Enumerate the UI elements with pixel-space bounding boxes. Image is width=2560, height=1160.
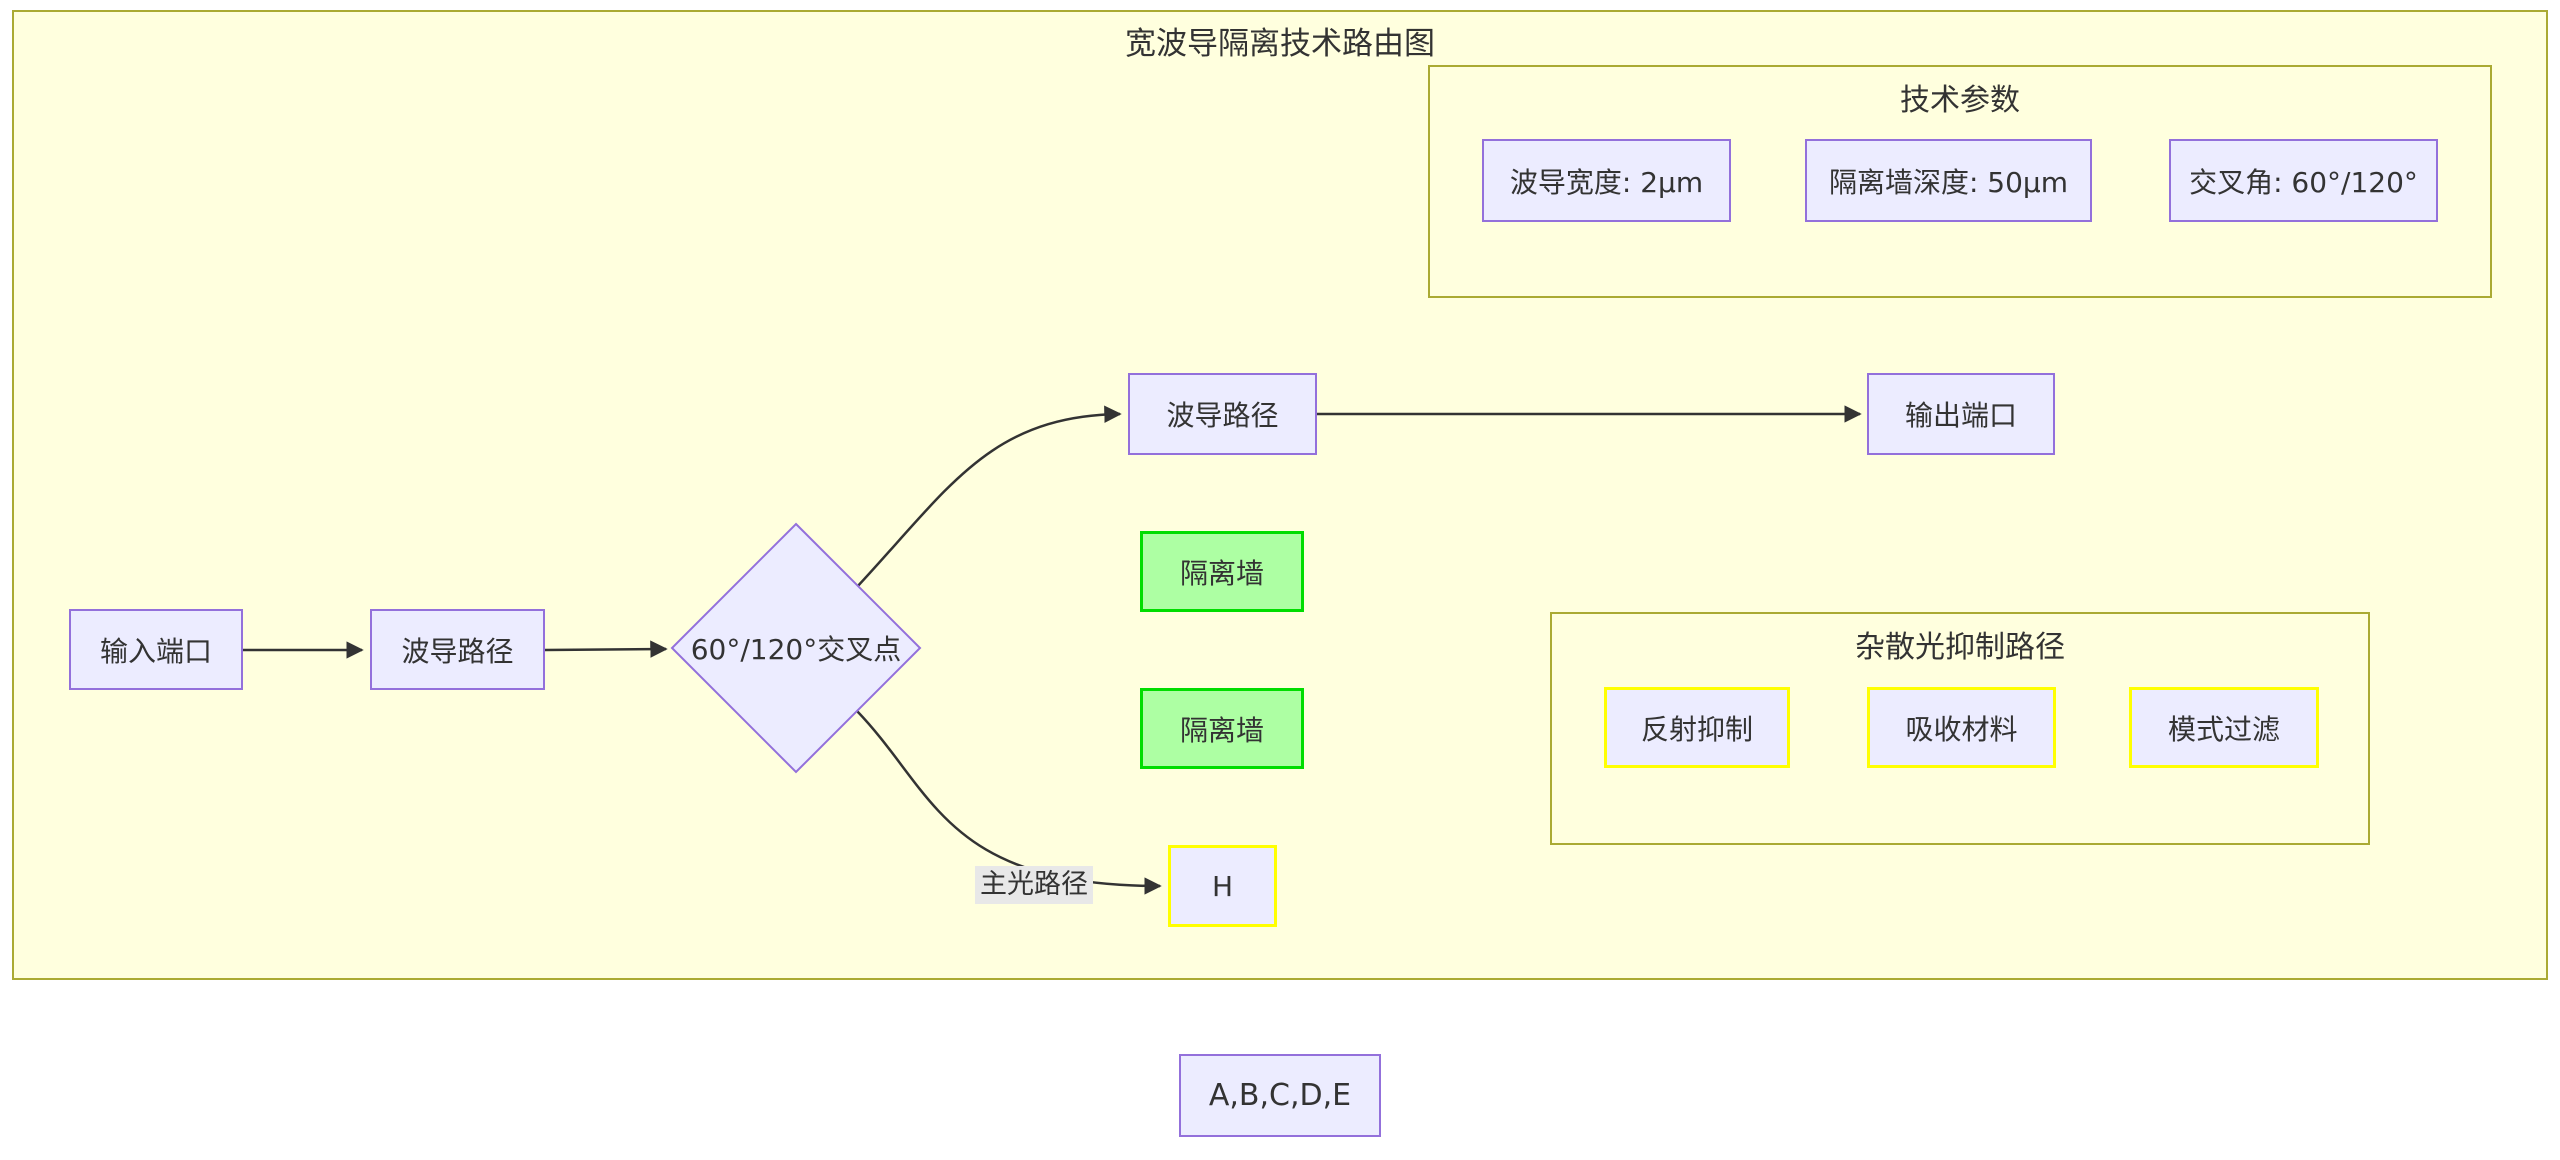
node-reflection-suppression: 反射抑制 — [1604, 687, 1790, 768]
node-waveguide-path-2: 波导路径 — [1128, 373, 1317, 455]
node-mode-filter: 模式过滤 — [2129, 687, 2319, 768]
stray-light-title: 杂散光抑制路径 — [1855, 630, 2065, 665]
tech-params-title: 技术参数 — [1900, 83, 2020, 118]
node-waveguide-path-1: 波导路径 — [370, 609, 545, 690]
node-h: H — [1168, 845, 1277, 927]
node-absorbing-material: 吸收材料 — [1867, 687, 2056, 768]
crossing-diamond-label: 60°/120°交叉点 — [690, 633, 902, 666]
node-input-port: 输入端口 — [69, 609, 243, 690]
node-isolation-wall-1: 隔离墙 — [1140, 531, 1304, 612]
param-box-crossing-angle: 交叉角: 60°/120° — [2169, 139, 2438, 222]
node-output-port: 输出端口 — [1867, 373, 2055, 455]
param-box-wall-depth: 隔离墙深度: 50μm — [1805, 139, 2092, 222]
edge-label-main-path: 主光路径 — [975, 866, 1093, 904]
param-box-waveguide-width: 波导宽度: 2μm — [1482, 139, 1731, 222]
node-isolation-wall-2: 隔离墙 — [1140, 688, 1304, 769]
node-abcde: A,B,C,D,E — [1179, 1054, 1381, 1137]
